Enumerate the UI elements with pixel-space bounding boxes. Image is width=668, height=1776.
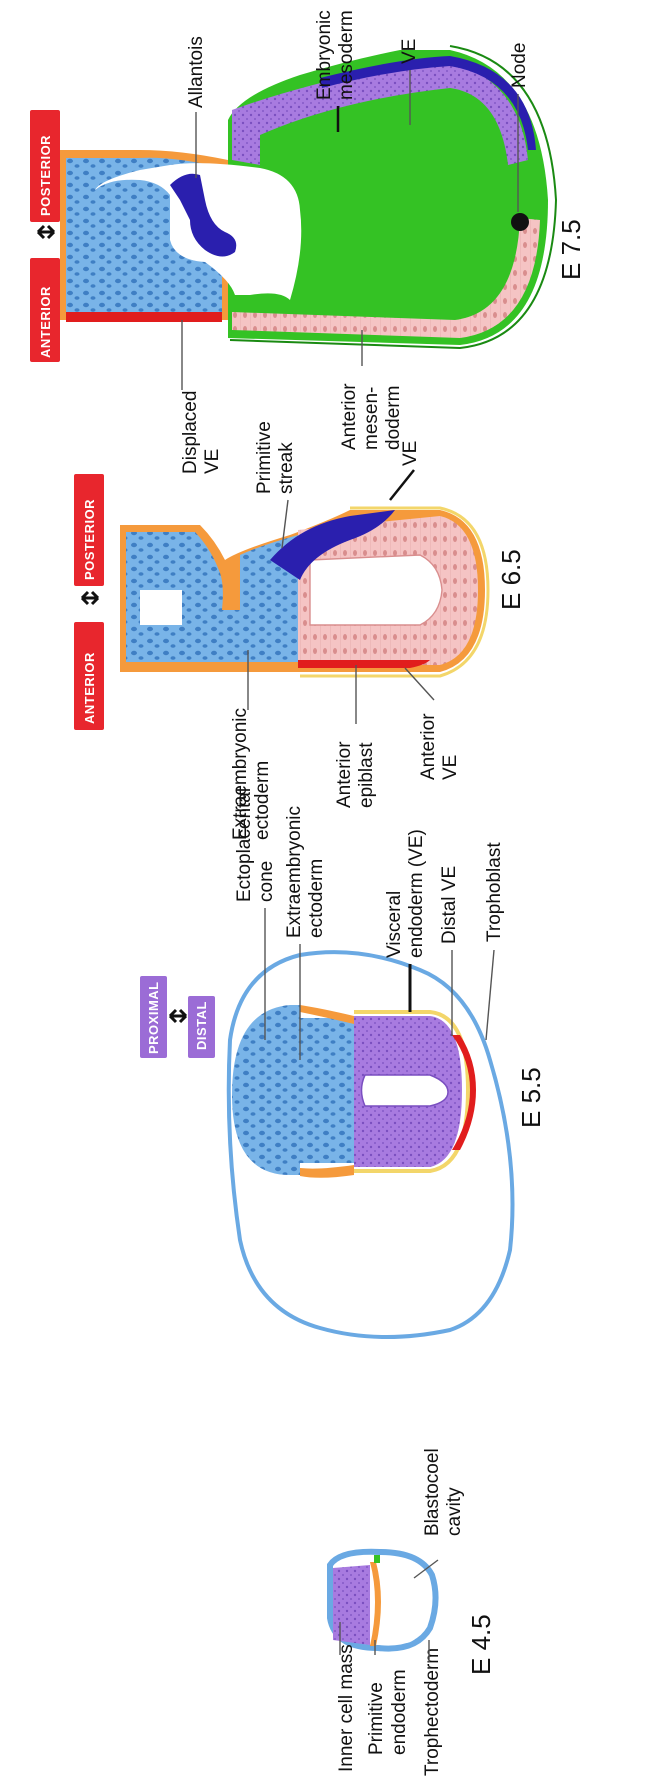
e45-primitive-endoderm xyxy=(370,1562,381,1646)
label-prim-streak-2: streak xyxy=(276,442,297,494)
e65-amniotic-cavity xyxy=(310,555,442,625)
leader-ant-ve xyxy=(405,668,434,700)
label-visceral-1: Visceral xyxy=(384,891,405,958)
badge-anterior-75-text: ANTERIOR xyxy=(38,286,53,358)
stage-title-e75: E 7.5 xyxy=(556,219,586,280)
e45-blastocyst xyxy=(330,1552,436,1649)
label-ve-75: VE xyxy=(399,39,420,64)
e45-green-marker xyxy=(374,1555,380,1563)
leader-trophoblast xyxy=(486,950,494,1040)
label-blastocoel-1: Blastocoel xyxy=(422,1448,443,1536)
badge-anterior-65-text: ANTERIOR xyxy=(82,652,97,724)
double-arrow-icon-e75 xyxy=(38,226,54,238)
label-extraemb-65-1: Extraembryonic xyxy=(230,708,251,840)
label-prim-streak-1: Primitive xyxy=(254,421,275,494)
label-extraemb-55-1: Extraembryonic xyxy=(284,806,305,938)
e75-node xyxy=(511,213,529,231)
label-extraemb-55-2: ectoderm xyxy=(306,859,327,938)
e65-exocoel xyxy=(140,590,182,625)
label-displaced-2: VE xyxy=(202,449,223,474)
label-primitive-endoderm-1: Primitive xyxy=(366,1682,387,1755)
e55-proamniotic-cavity xyxy=(362,1075,449,1106)
label-node: Node xyxy=(509,43,530,88)
e65-anterior-epiblast xyxy=(298,660,430,668)
label-ant-mes-1: Anterior xyxy=(339,383,360,450)
e55-embryo xyxy=(229,952,513,1337)
label-trophoblast: Trophoblast xyxy=(484,842,505,942)
e65-axis: ANTERIOR POSTERIOR xyxy=(74,474,104,730)
e75-displaced-ve xyxy=(66,312,222,322)
label-ant-mes-2: mesen- xyxy=(361,387,382,450)
e45-inner-cell-mass xyxy=(333,1565,370,1645)
double-arrow-icon-e65 xyxy=(82,592,98,604)
label-inner-cell-mass: Inner cell mass xyxy=(336,1644,357,1772)
e65-embryo xyxy=(120,508,488,676)
badge-posterior-75-text: POSTERIOR xyxy=(38,135,53,216)
label-ant-ve-2: VE xyxy=(440,755,461,780)
badge-posterior-65-text: POSTERIOR xyxy=(82,499,97,580)
stage-title-e55: E 5.5 xyxy=(516,1067,546,1128)
stage-title-e65: E 6.5 xyxy=(496,549,526,610)
double-arrow-icon-e55 xyxy=(170,1010,186,1022)
e75-axis: ANTERIOR POSTERIOR xyxy=(30,110,60,362)
label-emb-meso-1: Embryonic xyxy=(314,10,335,100)
label-ectoplacental-2: cone xyxy=(256,861,277,902)
label-extraemb-65-2: ectoderm xyxy=(252,761,273,840)
e55-extraembryonic-ectoderm xyxy=(298,1018,354,1163)
label-ant-mes-3: doderm xyxy=(383,386,404,450)
label-primitive-endoderm-2: endoderm xyxy=(389,1669,410,1755)
label-distal-ve: Distal VE xyxy=(439,866,460,944)
e75-embryo xyxy=(60,46,556,348)
label-emb-meso-2: mesoderm xyxy=(336,10,357,100)
leader-ve-65 xyxy=(390,470,414,500)
e55-ve-orange-bottom xyxy=(300,1165,354,1178)
e55-ectoplacental-cone xyxy=(232,1005,300,1175)
badge-distal-text: DISTAL xyxy=(194,1001,209,1050)
stage-title-e45: E 4.5 xyxy=(466,1614,496,1675)
label-ant-epiblast-2: epiblast xyxy=(356,742,377,808)
label-ant-epiblast-1: Anterior xyxy=(334,741,355,808)
label-blastocoel-2: cavity xyxy=(444,1487,465,1536)
label-ant-ve-1: Anterior xyxy=(418,713,439,780)
badge-proximal-text: PROXIMAL xyxy=(146,981,161,1054)
label-visceral-2: endoderm (VE) xyxy=(406,829,427,958)
e55-axis: PROXIMAL DISTAL xyxy=(140,976,215,1058)
label-displaced-1: Displaced xyxy=(180,391,201,474)
label-trophectoderm: Trophectoderm xyxy=(422,1648,443,1776)
label-allantois: Allantois xyxy=(186,36,207,108)
